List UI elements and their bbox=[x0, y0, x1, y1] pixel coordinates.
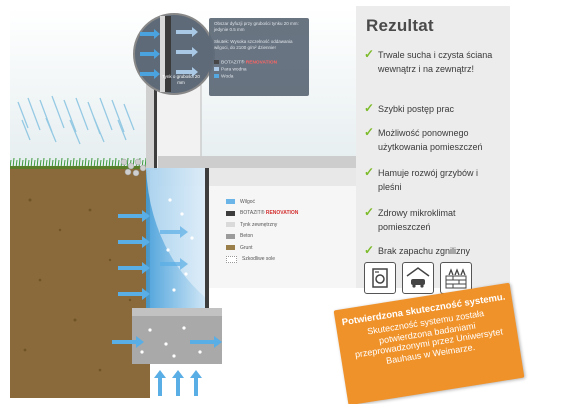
swatch-vapor bbox=[214, 67, 219, 71]
foundation bbox=[132, 314, 222, 364]
legend-swatch bbox=[226, 255, 237, 263]
gravel bbox=[120, 158, 147, 177]
swatch-water bbox=[214, 74, 219, 78]
plaster-thickness-label: Tynk o grubości 20 mm bbox=[162, 74, 200, 85]
callout-box: Obszar dyfuzji przy grubości tynku 20 mm… bbox=[209, 18, 309, 96]
check-icon: ✓ bbox=[364, 205, 375, 219]
legend-swatch bbox=[226, 245, 235, 251]
upper-wall bbox=[146, 80, 154, 170]
results-title: Rezultat bbox=[366, 16, 434, 35]
callout-legend-water: Woda bbox=[214, 74, 233, 80]
legend-item-botazit: BOTAZIT® RENOVATION bbox=[226, 208, 298, 220]
benefit-item: ✓ Szybki postęp prac bbox=[364, 101, 455, 115]
legend-item-plaster: Tynk zewnętrzny bbox=[226, 219, 298, 231]
legend-swatch bbox=[226, 233, 235, 239]
botazit-layer bbox=[205, 168, 209, 316]
salt-dots bbox=[140, 198, 202, 358]
check-icon: ✓ bbox=[364, 101, 375, 115]
check-icon: ✓ bbox=[364, 47, 375, 61]
legend-item-moisture: Wilgoć bbox=[226, 196, 298, 208]
callout-legend-botazit: BOTAZIT® RENOVATION bbox=[214, 60, 277, 66]
legend-swatch bbox=[226, 222, 235, 228]
results-panel: Rezultat ✓ Trwale sucha i czysta ściana … bbox=[356, 6, 510, 288]
result-icons bbox=[364, 262, 472, 294]
legend-item-salts: Szkodliwe sole bbox=[226, 254, 298, 266]
benefit-item: ✓ Hamuje rozwój grzybów i pleśni bbox=[364, 165, 479, 192]
swatch-botazit bbox=[214, 60, 219, 64]
laundry-room-icon bbox=[364, 262, 396, 294]
brick-wall-plants-icon bbox=[440, 262, 472, 294]
check-icon: ✓ bbox=[364, 165, 375, 179]
legend-item-concrete: Beton bbox=[226, 231, 298, 243]
benefit-item: ✓ Brak zapachu zgnilizny bbox=[364, 243, 471, 257]
callout-legend-vapor: Para wodna bbox=[214, 67, 247, 73]
benefit-item: ✓ Zdrowy mikroklimat pomieszczeń bbox=[364, 205, 456, 232]
check-icon: ✓ bbox=[364, 125, 375, 139]
check-icon: ✓ bbox=[364, 243, 375, 257]
rain bbox=[17, 95, 135, 145]
soil-ground bbox=[10, 168, 150, 398]
legend-swatch bbox=[226, 199, 235, 205]
legend-item-soil: Grunt bbox=[226, 242, 298, 254]
garage-car-icon bbox=[402, 262, 434, 294]
benefit-item: ✓ Możliwość ponownego użytkowania pomies… bbox=[364, 125, 483, 152]
legend-swatch bbox=[226, 210, 235, 216]
benefit-item: ✓ Trwale sucha i czysta ściana wewnątrz … bbox=[364, 47, 493, 74]
callout-result-text: Skutek: Wysoka szczelność oddawania wilg… bbox=[214, 39, 293, 50]
floor-slab bbox=[158, 156, 358, 168]
callout-diffusion-text: Obszar dyfuzji przy grubości tynku 20 mm… bbox=[214, 21, 299, 32]
diagram-legend: Wilgoć BOTAZIT® RENOVATION Tynk zewnętrz… bbox=[226, 196, 298, 265]
moisture-arrows bbox=[112, 210, 222, 396]
